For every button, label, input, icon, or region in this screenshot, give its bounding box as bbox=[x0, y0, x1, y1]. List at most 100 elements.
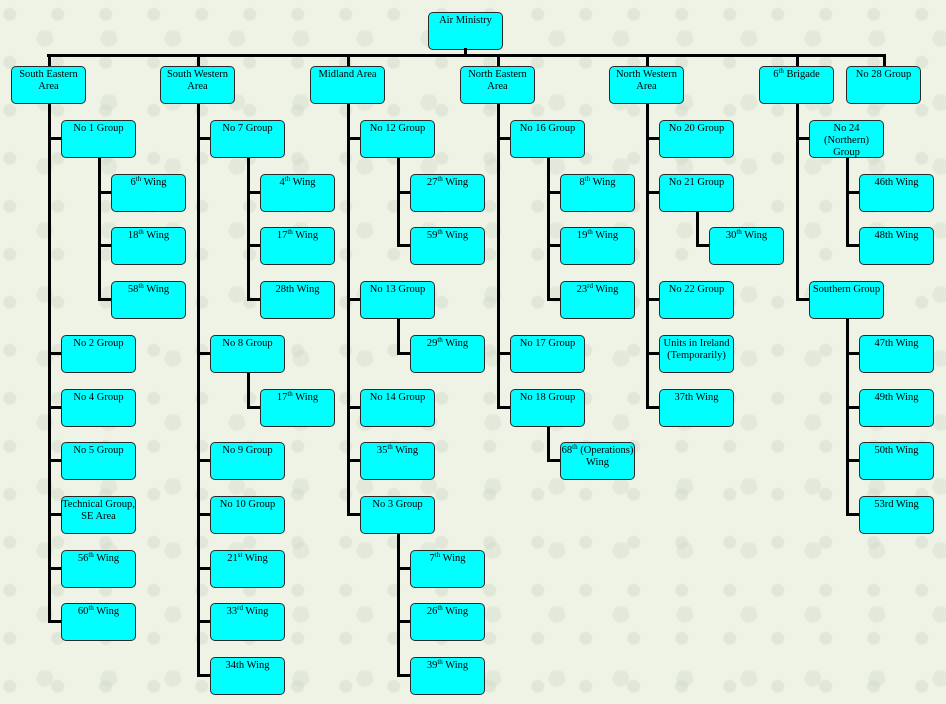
node-label: 27 bbox=[426, 177, 438, 188]
node-label: No 16 Group bbox=[519, 123, 576, 134]
node-group[interactable]: No 21 Group bbox=[659, 174, 734, 212]
node-label: South Western Area bbox=[166, 69, 229, 92]
node-wing[interactable]: 4th Wing bbox=[260, 174, 335, 212]
node-wing[interactable]: 6th Wing bbox=[111, 174, 186, 212]
node-wing[interactable]: 58th Wing bbox=[111, 281, 186, 319]
node-wing[interactable]: 8th Wing bbox=[560, 174, 635, 212]
node-wing[interactable]: 17th Wing bbox=[260, 227, 335, 265]
node-group[interactable]: No 8 Group bbox=[210, 335, 285, 373]
connector-line bbox=[347, 459, 360, 462]
node-wing[interactable]: 17th Wing bbox=[260, 389, 335, 427]
node-group[interactable]: No 18 Group bbox=[510, 389, 585, 427]
ordinal-suffix: rd bbox=[237, 604, 243, 612]
node-group[interactable]: No 13 Group bbox=[360, 281, 435, 319]
connector-line bbox=[883, 54, 886, 66]
node-wing[interactable]: 27th Wing bbox=[410, 174, 485, 212]
node-group[interactable]: No 3 Group bbox=[360, 496, 435, 534]
node-wing[interactable]: 50th Wing bbox=[859, 442, 934, 480]
connector-line bbox=[547, 158, 550, 301]
node-wing[interactable]: 28th Wing bbox=[260, 281, 335, 319]
node-label: 37th Wing bbox=[674, 392, 719, 403]
node-wing[interactable]: 47th Wing bbox=[859, 335, 934, 373]
node-group[interactable]: Units in Ireland (Temporarily) bbox=[659, 335, 734, 373]
node-area[interactable]: Midland Area bbox=[310, 66, 385, 104]
connector-line bbox=[846, 158, 849, 247]
node-area[interactable]: South Western Area bbox=[160, 66, 235, 104]
node-group[interactable]: 35th Wing bbox=[360, 442, 435, 480]
node-group[interactable]: 37th Wing bbox=[659, 389, 734, 427]
node-label-rest: Wing bbox=[442, 177, 469, 188]
node-group[interactable]: No 10 Group bbox=[210, 496, 285, 534]
connector-line bbox=[397, 158, 400, 247]
node-wing[interactable]: 18th Wing bbox=[111, 227, 186, 265]
node-group[interactable]: 34th Wing bbox=[210, 657, 285, 695]
node-label: North Western Area bbox=[615, 69, 678, 92]
node-group[interactable]: No 5 Group bbox=[61, 442, 136, 480]
node-group[interactable]: No 14 Group bbox=[360, 389, 435, 427]
connector-line bbox=[846, 459, 859, 462]
node-group[interactable]: No 12 Group bbox=[360, 120, 435, 158]
node-wing[interactable]: 19th Wing bbox=[560, 227, 635, 265]
node-wing[interactable]: 48th Wing bbox=[859, 227, 934, 265]
connector-line bbox=[48, 620, 61, 623]
node-wing[interactable]: 26th Wing bbox=[410, 603, 485, 641]
node-group[interactable]: 60th Wing bbox=[61, 603, 136, 641]
connector-line bbox=[197, 54, 200, 66]
node-group[interactable]: No 9 Group bbox=[210, 442, 285, 480]
connector-line bbox=[197, 620, 210, 623]
node-label-rest: Wing bbox=[741, 230, 768, 241]
node-group[interactable]: No 16 Group bbox=[510, 120, 585, 158]
connector-line bbox=[247, 158, 250, 301]
connector-line bbox=[347, 406, 360, 409]
node-group[interactable]: No 22 Group bbox=[659, 281, 734, 319]
node-group[interactable]: Southern Group bbox=[809, 281, 884, 319]
node-group[interactable]: No 7 Group bbox=[210, 120, 285, 158]
node-wing[interactable]: 30th Wing bbox=[709, 227, 784, 265]
node-group[interactable]: No 24 (Northern) Group bbox=[809, 120, 884, 158]
connector-line bbox=[796, 298, 809, 301]
node-label: 19 bbox=[576, 230, 588, 241]
connector-line bbox=[397, 319, 400, 355]
node-wing[interactable]: 39th Wing bbox=[410, 657, 485, 695]
node-group[interactable]: 33rd Wing bbox=[210, 603, 285, 641]
node-area[interactable]: No 28 Group bbox=[846, 66, 921, 104]
connector-line bbox=[197, 567, 210, 570]
node-wing[interactable]: 49th Wing bbox=[859, 389, 934, 427]
ordinal-suffix: th bbox=[437, 658, 443, 666]
node-area[interactable]: North Western Area bbox=[609, 66, 684, 104]
node-wing[interactable]: 46th Wing bbox=[859, 174, 934, 212]
node-group[interactable]: No 20 Group bbox=[659, 120, 734, 158]
node-group[interactable]: Technical Group, SE Area bbox=[61, 496, 136, 534]
node-area[interactable]: North Eastern Area bbox=[460, 66, 535, 104]
node-air-ministry[interactable]: Air Ministry bbox=[428, 12, 503, 50]
connector-line bbox=[846, 352, 859, 355]
node-wing[interactable]: 7th Wing bbox=[410, 550, 485, 588]
node-group[interactable]: No 17 Group bbox=[510, 335, 585, 373]
node-label: No 28 Group bbox=[855, 69, 912, 80]
node-group[interactable]: No 1 Group bbox=[61, 120, 136, 158]
node-group[interactable]: No 4 Group bbox=[61, 389, 136, 427]
node-label: 4 bbox=[279, 177, 285, 188]
connector-line bbox=[846, 513, 859, 516]
node-label: 7 bbox=[429, 553, 435, 564]
node-group[interactable]: No 2 Group bbox=[61, 335, 136, 373]
node-label-rest: Wing bbox=[592, 230, 619, 241]
node-group[interactable]: 21st Wing bbox=[210, 550, 285, 588]
node-group[interactable]: 56th Wing bbox=[61, 550, 136, 588]
node-wing[interactable]: 23rd Wing bbox=[560, 281, 635, 319]
connector-line bbox=[247, 373, 250, 409]
connector-line bbox=[464, 48, 467, 56]
node-label: Air Ministry bbox=[439, 15, 492, 26]
ordinal-suffix: th bbox=[287, 228, 293, 236]
connector-line bbox=[197, 513, 210, 516]
node-area[interactable]: 6th Brigade bbox=[759, 66, 834, 104]
node-wing[interactable]: 68th (Operations) Wing bbox=[560, 442, 635, 480]
connector-line bbox=[547, 298, 560, 301]
node-label-rest: Wing bbox=[93, 606, 120, 617]
node-area[interactable]: South Eastern Area bbox=[11, 66, 86, 104]
connector-line bbox=[197, 104, 200, 677]
ordinal-suffix: th bbox=[736, 228, 742, 236]
node-wing[interactable]: 29th Wing bbox=[410, 335, 485, 373]
node-wing[interactable]: 59th Wing bbox=[410, 227, 485, 265]
node-wing[interactable]: 53rd Wing bbox=[859, 496, 934, 534]
